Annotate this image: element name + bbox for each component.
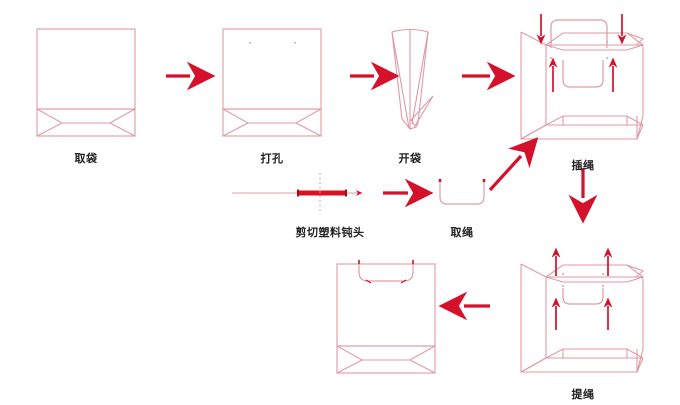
bag-3d-step4 <box>520 31 645 140</box>
bag-flat-step1 <box>36 28 136 137</box>
bag-3d-step7 <box>520 263 645 373</box>
step-label-take-bag: 取袋 <box>74 152 98 165</box>
step-label-take-rope: 取绳 <box>450 226 474 239</box>
rope-loop-inner-step4 <box>562 60 604 88</box>
handle-loop-final <box>358 262 414 282</box>
punch-holes-step7 <box>562 273 604 287</box>
bag-punched-step2 <box>222 28 322 137</box>
punch-holes-step2 <box>249 42 296 44</box>
bag-finished-final <box>336 263 436 374</box>
flow-arrow-5 <box>488 137 539 192</box>
step-label-open-bag: 开袋 <box>398 152 422 165</box>
handle-knot-final <box>358 260 414 284</box>
step-label-insert-rope: 插绳 <box>571 159 595 172</box>
step-label-lift-rope: 提绳 <box>571 388 595 401</box>
rope-loop-inner-step7 <box>562 288 604 305</box>
step-label-cut-blunt-head: 剪切塑料钝头 <box>295 226 365 239</box>
rope-ends-step6 <box>438 179 486 182</box>
rope-loop-above-step4 <box>550 19 608 48</box>
bag-cone-step3 <box>391 28 434 130</box>
step-label-punch-holes: 打孔 <box>260 152 284 165</box>
rope-u-step6 <box>439 180 485 205</box>
